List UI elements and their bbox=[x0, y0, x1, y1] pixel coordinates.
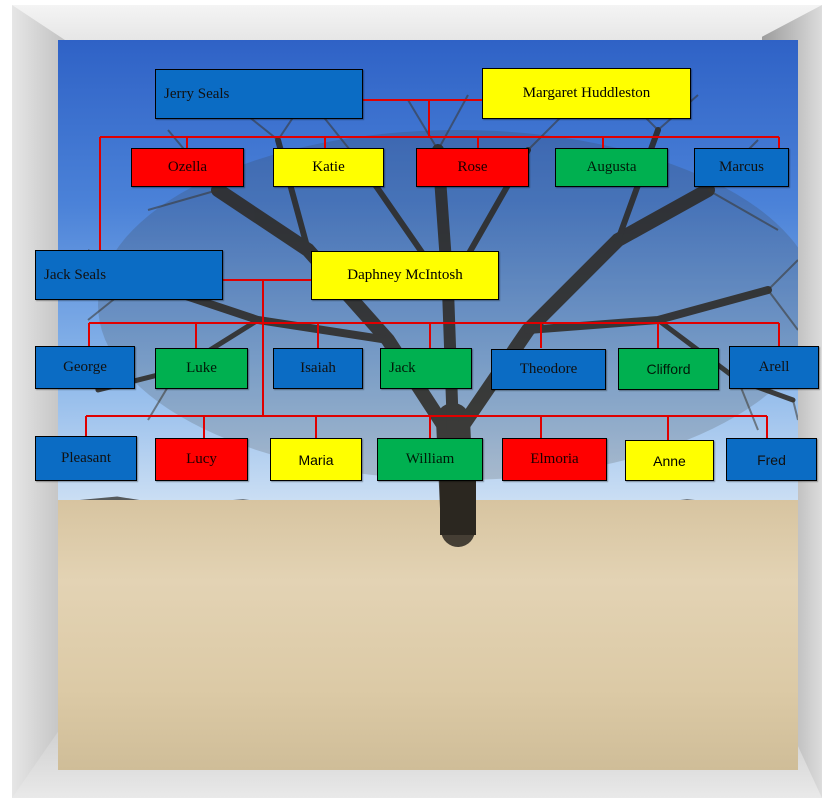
person-name: Margaret Huddleston bbox=[522, 85, 651, 101]
person-name: Augusta bbox=[586, 159, 637, 175]
person-arell: Arell bbox=[729, 346, 819, 389]
person-name: Daphney McIntosh bbox=[347, 267, 463, 283]
dry-grass-field bbox=[58, 500, 798, 770]
person-name: Pleasant bbox=[61, 450, 111, 466]
person-name: Anne bbox=[653, 452, 686, 469]
person-daphney-mcintosh: Daphney McIntosh bbox=[311, 251, 499, 300]
person-clifford: Clifford bbox=[618, 348, 719, 390]
person-name: Luke bbox=[186, 360, 217, 376]
person-pleasant: Pleasant bbox=[35, 436, 137, 481]
person-name: Marcus bbox=[719, 159, 764, 175]
person-luke: Luke bbox=[155, 348, 248, 389]
person-jerry-seals: Jerry Seals bbox=[155, 69, 363, 119]
person-anne: Anne bbox=[625, 440, 714, 481]
person-name: Jack bbox=[389, 360, 416, 376]
person-elmoria: Elmoria bbox=[502, 438, 607, 481]
person-marcus: Marcus bbox=[694, 148, 789, 187]
person-margaret-huddleston: Margaret Huddleston bbox=[482, 68, 691, 119]
person-name: Lucy bbox=[186, 451, 217, 467]
person-william: William bbox=[377, 438, 483, 481]
person-name: Ozella bbox=[167, 159, 208, 175]
person-ozella: Ozella bbox=[131, 148, 244, 187]
person-name: Isaiah bbox=[300, 360, 336, 376]
person-george: George bbox=[35, 346, 135, 389]
person-name: Theodore bbox=[519, 361, 578, 377]
person-lucy: Lucy bbox=[155, 438, 248, 481]
person-theodore: Theodore bbox=[491, 349, 606, 390]
person-name: Fred bbox=[757, 451, 786, 468]
person-name: Jerry Seals bbox=[164, 85, 230, 102]
person-katie: Katie bbox=[273, 148, 384, 187]
person-name: Maria bbox=[298, 451, 334, 468]
person-name: Elmoria bbox=[530, 451, 579, 467]
person-jack-seals: Jack Seals bbox=[35, 250, 223, 300]
person-name: William bbox=[405, 451, 455, 467]
person-jack: Jack bbox=[380, 348, 472, 389]
person-name: Rose bbox=[457, 159, 488, 175]
person-maria: Maria bbox=[270, 438, 362, 481]
person-isaiah: Isaiah bbox=[273, 348, 363, 389]
person-name: Jack Seals bbox=[44, 266, 107, 283]
person-name: Katie bbox=[312, 159, 345, 175]
person-name: George bbox=[63, 359, 107, 375]
person-name: Clifford bbox=[646, 361, 691, 377]
person-rose: Rose bbox=[416, 148, 529, 187]
person-name: Arell bbox=[758, 359, 790, 375]
person-augusta: Augusta bbox=[555, 148, 668, 187]
person-fred: Fred bbox=[726, 438, 817, 481]
